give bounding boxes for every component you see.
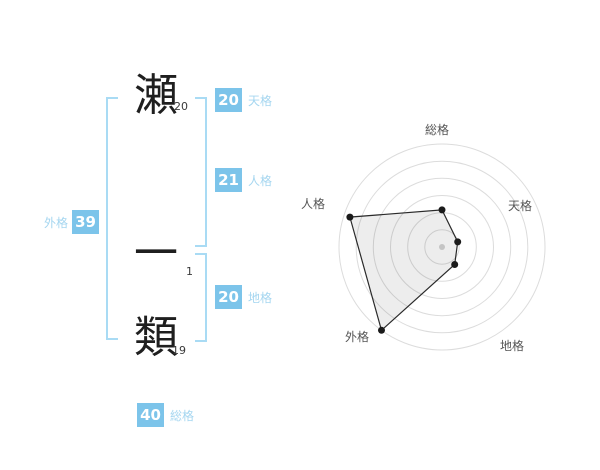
radar-axis-label-tenkaku: 天格 <box>508 199 533 213</box>
jinkaku-badge: 21 <box>215 168 242 192</box>
radar-chart-svg <box>338 143 546 351</box>
soukaku-badge: 40 <box>137 403 164 427</box>
radar-axis-label-soukaku: 総格 <box>425 123 450 137</box>
kanji-surname: 瀬 <box>134 70 178 121</box>
kanji-given-2: 類 <box>134 312 178 363</box>
jinkaku-bracket-top-tick <box>195 97 207 99</box>
radar-axis-label-jinkaku: 人格 <box>301 197 326 211</box>
kanji-given-1: 一 <box>134 228 178 279</box>
chikaku-bracket-line <box>205 253 207 342</box>
tenkaku-label: 天格 <box>248 94 273 108</box>
chikaku-label: 地格 <box>248 291 273 305</box>
stroke-count: 1 <box>186 265 193 278</box>
gaikaku-badge: 39 <box>72 210 99 234</box>
gaikaku-bracket-line <box>106 97 108 340</box>
gaikaku-bracket-bottom-tick <box>106 338 118 340</box>
jinkaku-bracket-bottom-tick <box>195 245 207 247</box>
stroke-count: 19 <box>172 344 186 357</box>
chikaku-bracket-top-tick <box>195 253 207 255</box>
radar-axis-label-chikaku: 地格 <box>500 339 525 353</box>
tenkaku-badge: 20 <box>215 88 242 112</box>
stroke-count: 20 <box>174 100 188 113</box>
chikaku-badge: 20 <box>215 285 242 309</box>
soukaku-label: 総格 <box>170 409 195 423</box>
gaikaku-label: 外格 <box>43 216 68 230</box>
jinkaku-bracket-line <box>205 97 207 247</box>
gaikaku-bracket-top-tick <box>106 97 118 99</box>
jinkaku-label: 人格 <box>248 174 273 188</box>
radar-axis-label-gaikaku: 外格 <box>345 330 370 344</box>
chikaku-bracket-bottom-tick <box>195 340 207 342</box>
